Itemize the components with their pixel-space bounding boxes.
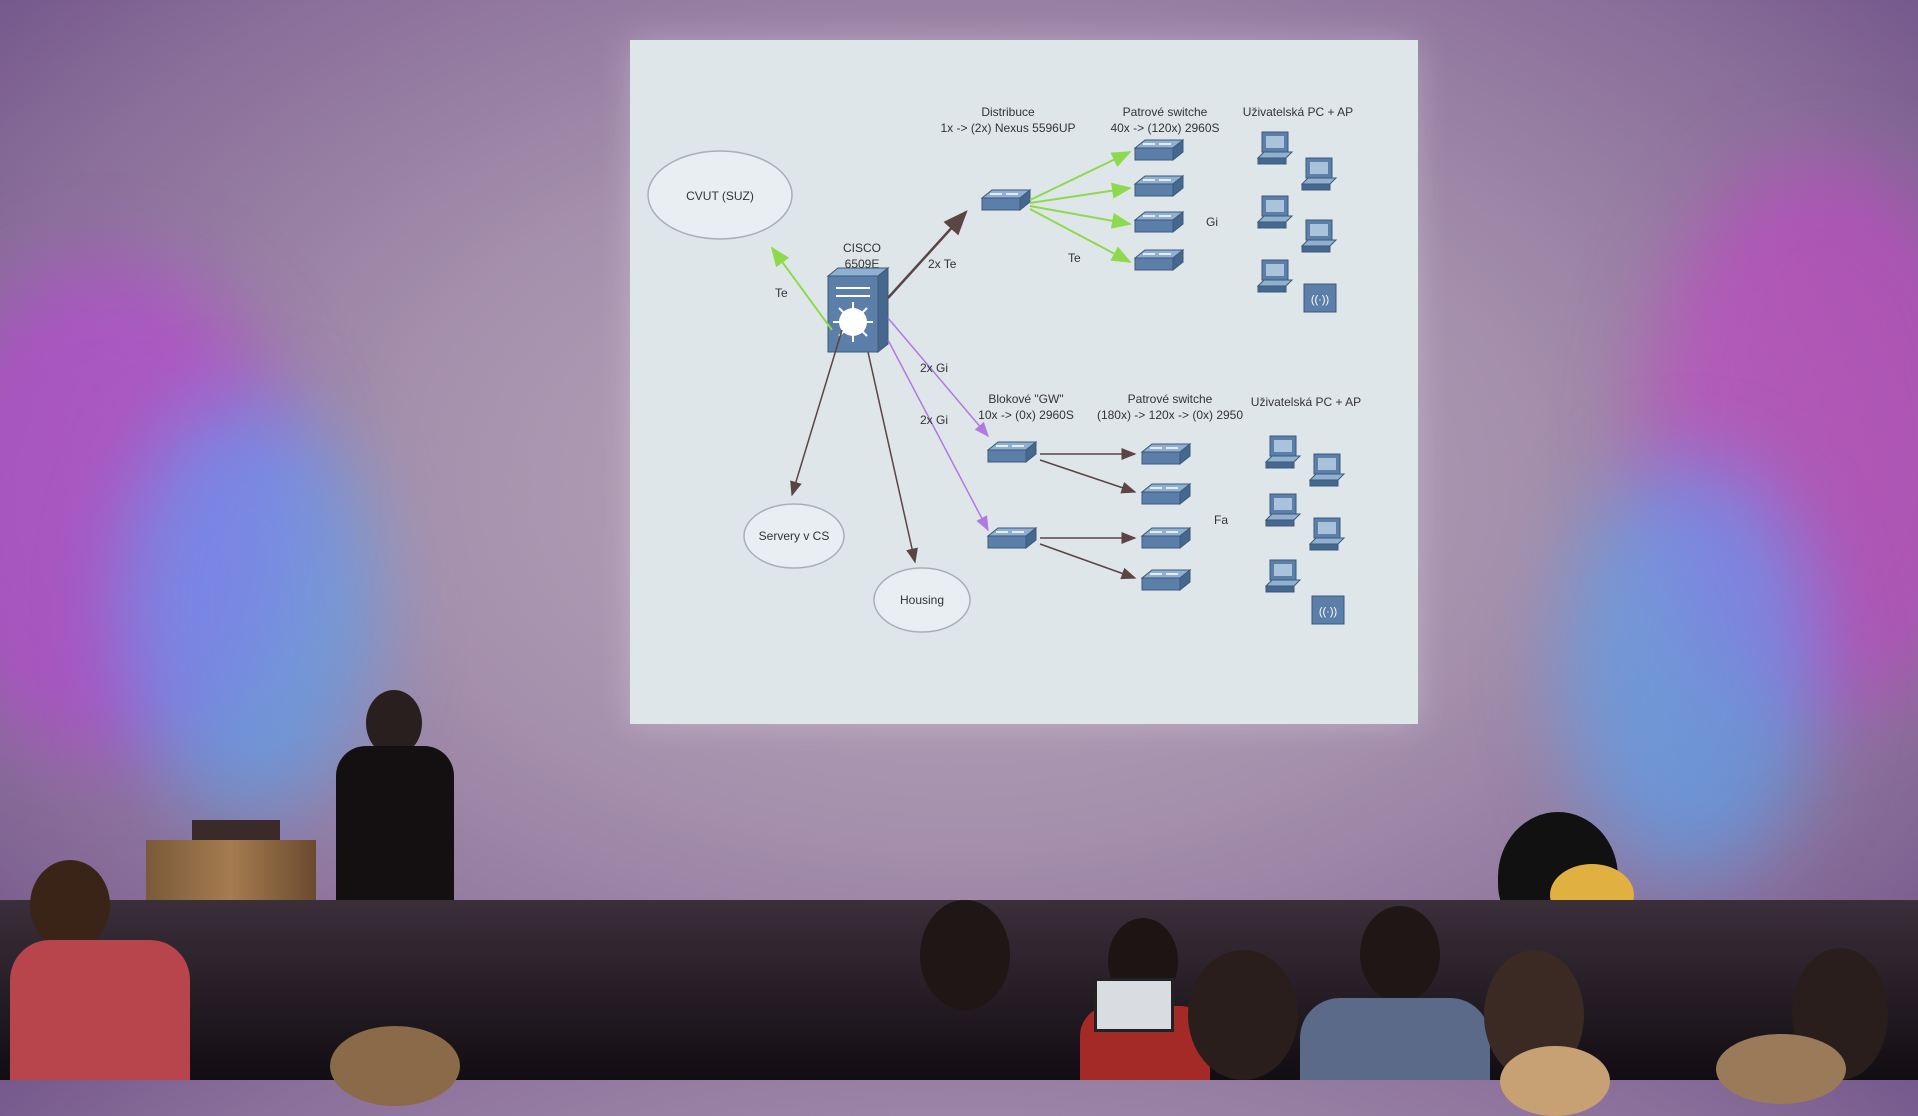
laptop-on-podium [192, 820, 280, 840]
cloud-servery: Servery v CS [743, 503, 845, 569]
network-diagram: ((·)) CVUT (SUZ) Servery v CS Housing CI… [647, 105, 1361, 633]
patrove-top-switch-2-icon [1134, 175, 1184, 197]
arrow-to-housing [867, 351, 918, 564]
cloud-cvut: CVUT (SUZ) [647, 150, 793, 240]
core-switch-icon [826, 266, 890, 354]
access-point-top-icon [1303, 283, 1337, 313]
access-point-bottom-icon [1311, 595, 1345, 625]
arrow-dist-2 [1029, 182, 1132, 204]
pc-top-1-icon [1257, 131, 1293, 165]
arrow-to-cvut [770, 246, 833, 331]
gw-switch-1-icon [987, 441, 1037, 463]
speaker-head [366, 690, 422, 756]
patrove-bottom-switch-1-icon [1141, 443, 1191, 465]
pc-bottom-1-icon [1265, 435, 1301, 469]
pc-top-4-icon [1301, 219, 1337, 253]
audience-person-2 [920, 900, 1010, 1010]
patrove-top-switch-4-icon [1134, 249, 1184, 271]
arrow-to-servery [790, 329, 843, 497]
patrove-top-subtitle: 40x -> (120x) 2960S [1110, 121, 1219, 135]
pc-bottom-3-icon [1265, 493, 1301, 527]
patrove-bottom-switch-3-icon [1141, 527, 1191, 549]
patrove-top-title: Patrové switche [1123, 105, 1208, 119]
audience-person-1 [10, 860, 190, 1080]
cloud-servery-label: Servery v CS [759, 529, 830, 543]
cloud-housing-label: Housing [900, 593, 944, 607]
pc-top-2-icon [1301, 157, 1337, 191]
blokove-title: Blokové "GW" [988, 392, 1063, 406]
label-gi: Gi [1206, 215, 1218, 229]
laptop-audience [1094, 978, 1174, 1032]
audience-person-4 [1188, 950, 1298, 1080]
patrove-bottom-title: Patrové switche [1128, 392, 1213, 406]
arrow-to-gw2 [887, 339, 989, 532]
arrow-dist-1 [1029, 151, 1132, 201]
uzivatelska-top-title: Uživatelská PC + AP [1243, 105, 1353, 119]
right-purple-light [1640, 160, 1918, 720]
audience-head-foreground-2 [1500, 1046, 1610, 1116]
label-te-left: Te [775, 286, 788, 300]
audience-head-foreground-3 [1716, 1034, 1846, 1104]
gw-switch-2-icon [987, 527, 1037, 549]
label-te-mid: Te [1068, 251, 1081, 265]
arrow-dist-3 [1029, 205, 1132, 229]
cloud-housing: Housing [873, 567, 971, 633]
patrove-top-switch-3-icon [1134, 211, 1184, 233]
distribuce-title: Distribuce [981, 105, 1035, 119]
cisco-label-1: CISCO [843, 241, 881, 255]
patrove-bottom-switch-2-icon [1141, 483, 1191, 505]
label-2x-te: 2x Te [928, 257, 957, 271]
pc-top-5-icon [1257, 259, 1293, 293]
projector-screen: ((·)) CVUT (SUZ) Servery v CS Housing CI… [630, 40, 1418, 724]
pc-top-3-icon [1257, 195, 1293, 229]
arrow-to-gw1 [887, 317, 989, 438]
pc-bottom-4-icon [1309, 517, 1345, 551]
left-purple-light [0, 260, 300, 760]
pc-bottom-5-icon [1265, 559, 1301, 593]
patrove-bottom-switch-4-icon [1141, 569, 1191, 591]
blokove-subtitle: 10x -> (0x) 2960S [978, 408, 1074, 422]
arrow-dist-4 [1029, 208, 1132, 263]
audience-head-foreground-1 [330, 1026, 460, 1106]
label-2x-gi-1: 2x Gi [920, 361, 948, 375]
distribuce-switch-icon [981, 189, 1031, 211]
distribuce-subtitle: 1x -> (2x) Nexus 5596UP [940, 121, 1075, 135]
arrow-to-distribuce [887, 210, 968, 299]
label-fa: Fa [1214, 513, 1228, 527]
cloud-cvut-label: CVUT (SUZ) [686, 189, 754, 203]
uzivatelska-bottom-title: Uživatelská PC + AP [1251, 395, 1361, 409]
arrow-gw2-b [1039, 543, 1137, 580]
patrove-bottom-subtitle: (180x) -> 120x -> (0x) 2950 [1097, 408, 1243, 422]
audience-person-5 [1300, 906, 1490, 1080]
photo-scene: ((·)) CVUT (SUZ) Servery v CS Housing CI… [0, 40, 1918, 1116]
patrove-top-switch-1-icon [1134, 139, 1184, 161]
pc-bottom-2-icon [1309, 453, 1345, 487]
arrow-gw1-b [1039, 459, 1137, 494]
label-2x-gi-2: 2x Gi [920, 413, 948, 427]
